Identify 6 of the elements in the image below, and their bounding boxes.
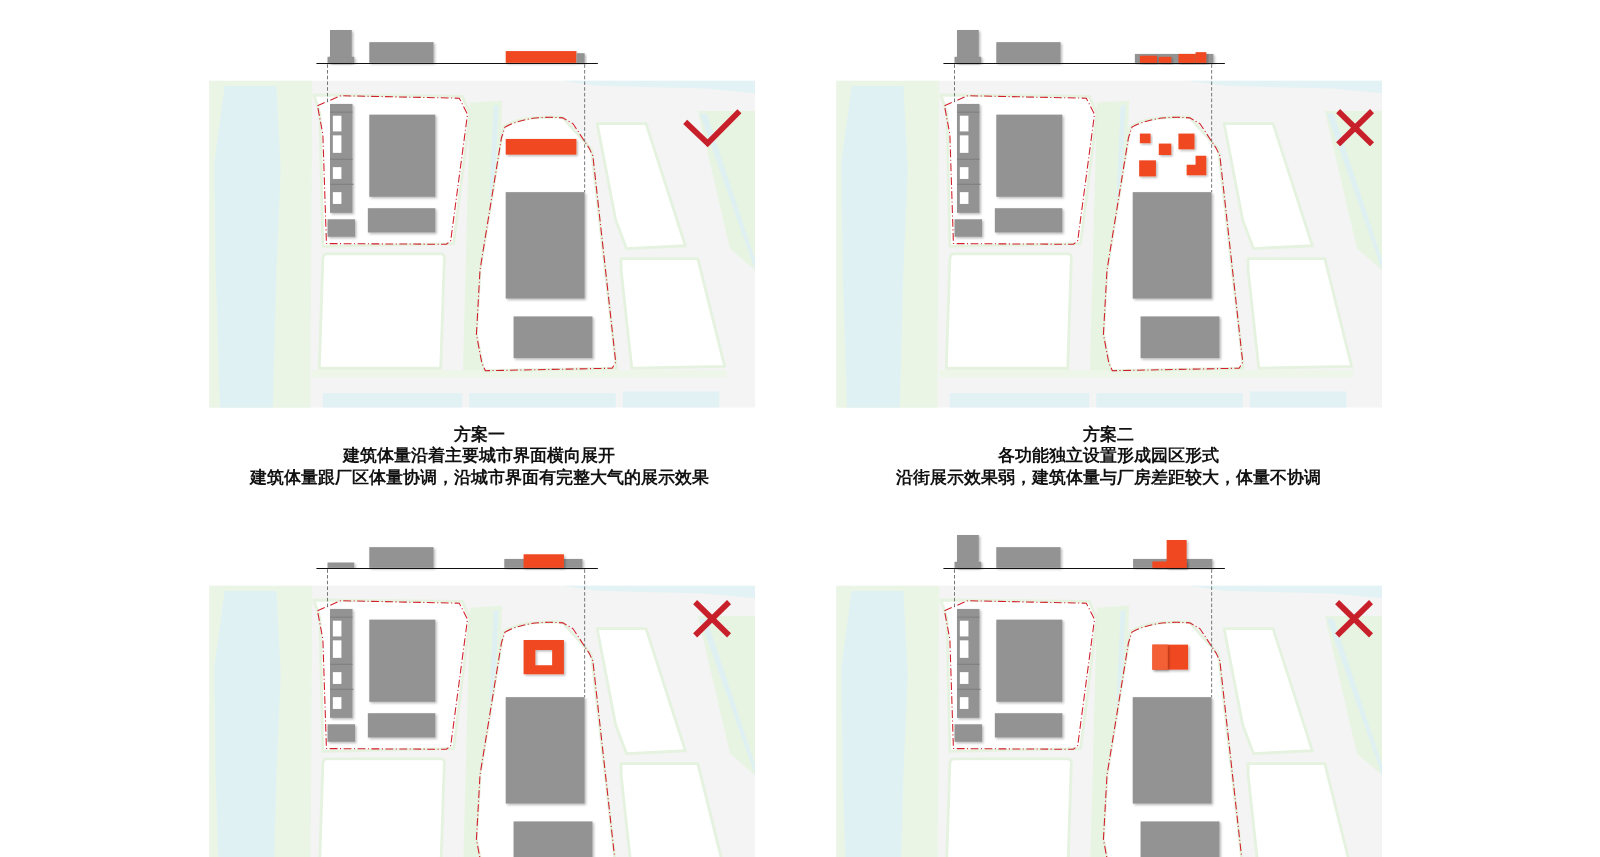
caption-text: 建筑体量沿着主要城市界面横向展开 (343, 444, 615, 466)
caption-text: 沿街展示效果弱，建筑体量与厂房差距较大，体量不协调 (895, 466, 1321, 488)
caption-text: 建筑体量跟厂区体量协调，沿城市界面有完整大气的展示效果 (249, 466, 709, 488)
scheme-heading: 方案一 (453, 423, 505, 445)
caption-text: 各功能独立设置形成园区形式 (997, 444, 1219, 466)
scheme-heading: 方案二 (1082, 423, 1134, 445)
